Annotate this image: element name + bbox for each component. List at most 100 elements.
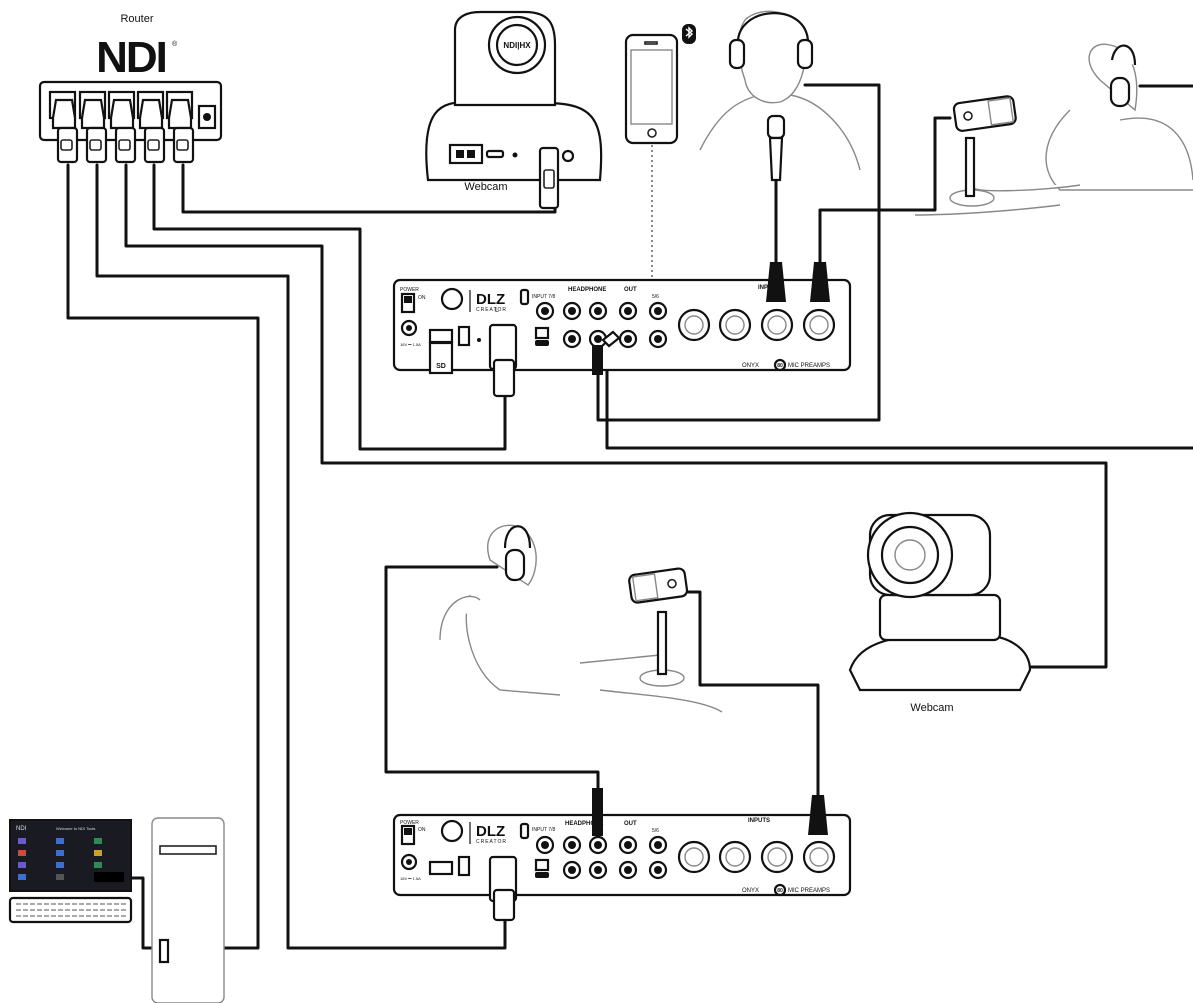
host-headphone-band [736,12,810,46]
guest-right-headphone-band [1110,44,1137,66]
svg-text:ON: ON [418,295,426,301]
mixer-1-xlr-inputs [677,308,836,342]
sd-card-icon-2 [428,860,454,876]
mixer-2-brand: DLZ [476,823,505,840]
svg-text:18V ⎓ 1.5A: 18V ⎓ 1.5A [400,342,421,347]
svg-text:5/6: 5/6 [652,294,659,300]
cable-router-mixer2 [95,163,507,950]
svg-text:INPUTS: INPUTS [748,818,770,824]
mixer-1-xlr-plug-2 [810,262,830,302]
cable-guest-headphone-return [605,358,1193,450]
svg-text:5/6: 5/6 [652,828,659,834]
usb-icon [457,325,471,347]
ndi-registered: ® [172,40,178,48]
router-power-dot [203,113,211,121]
guest-right-headphone [1109,76,1131,108]
webcam-top-hdmi [485,149,505,159]
mixer-1: POWER ON 18V ⎓ 1.5A DLZ CREATOR SD L INP… [392,262,852,398]
mixer-2-xlr-inputs [677,840,836,874]
cable-router-mixer1 [152,163,507,451]
smartphone [624,24,696,145]
host-person [699,10,861,182]
mixer-2-xlr-plug [808,795,828,835]
guest-bottom-chair [439,595,481,641]
mixer-1-brand: DLZ [476,291,505,308]
svg-text:POWER: POWER [400,287,419,293]
guest-bottom-torso [465,594,561,696]
svg-text:80: 80 [777,888,783,894]
svg-text:ONYX: ONYX [742,363,759,369]
guest-right [914,43,1193,216]
cable-host-headphone [596,83,881,422]
mixer-1-input-icon [519,288,530,306]
cable-guest2-mic [682,590,820,797]
guest-bottom-headphone-band [503,525,532,549]
host-mic-head [766,114,786,140]
svg-text:CREATOR: CREATOR [476,307,507,313]
tower-drive-bay [159,845,217,855]
webcam-top-lens [495,23,539,67]
screen-title: Welcome to NDI Tools [56,826,95,831]
tower-ports [158,938,170,964]
guest-right-arms [914,184,1081,216]
router-plugs [51,98,195,164]
webcam-top-plug [538,146,560,210]
svg-text:SD: SD [436,363,446,370]
host-headphone-left [728,38,746,70]
mixer-1-sd-card [428,341,454,375]
screen-app-tiles [18,838,124,882]
webcam-top: NDI|HX Webcam [425,10,603,210]
svg-text:OUT: OUT [624,287,637,293]
webcam-right: Webcam [848,511,1032,714]
computer-tower [151,817,225,1003]
svg-text:ONYX: ONYX [742,888,759,894]
svg-text:18V ⎓ 1.5A: 18V ⎓ 1.5A [400,876,421,881]
mixer-2-hp-plug [592,788,603,836]
guest-bottom-mic-stand [656,610,668,676]
mixer-1-xlr-plug-1 [766,262,786,302]
guest-bottom-arms [579,654,723,713]
mixer-1-device-icon [534,326,550,340]
svg-text:MIC PREAMPS: MIC PREAMPS [788,888,830,894]
router: Router NDI ® [38,13,223,164]
svg-text:OUT: OUT [624,821,637,827]
keyboard [8,896,133,924]
webcam-right-base [848,633,1032,692]
phone-screen [630,49,673,125]
cable-router-webcam2 [124,163,1108,669]
webcam-right-label: Webcam [910,702,953,714]
mixer-2: POWER ON 18V ⎓ 1.5A DLZ CREATOR INPUT 7/… [392,788,852,922]
svg-text:80: 80 [777,363,783,369]
webcam-right-yoke [878,593,1002,642]
svg-text:HEADPHONE: HEADPHONE [568,287,606,293]
svg-text:NDI: NDI [16,826,27,832]
sd-card-icon [428,328,454,344]
cable-guest2-headphone [384,565,600,792]
svg-text:CREATOR: CREATOR [476,839,507,845]
mackie-logo-icon [440,287,464,311]
computer: NDI Welcome to NDI Tools [8,817,225,1003]
guest-right-chair [1119,117,1193,181]
svg-text:ON: ON [418,827,426,833]
usb-icon-2 [457,855,471,877]
host-mic-handle [768,136,784,182]
guest-bottom-headphone [504,548,526,582]
ndi-hx-badge: NDI|HX [503,41,531,50]
svg-text:INPUT 7/8: INPUT 7/8 [532,294,555,300]
svg-text:L: L [495,307,499,314]
cable-router-computer [66,163,260,950]
mixer-1-hp-plug-b [601,330,621,348]
svg-text:MIC PREAMPS: MIC PREAMPS [788,363,830,369]
mackie-logo-icon-2 [440,819,464,843]
webcam-top-label: Webcam [464,181,507,193]
webcam-top-base [425,101,603,182]
webcam-top-port-a [448,143,484,165]
host-headphone-right [796,38,814,70]
svg-text:POWER: POWER [400,820,419,826]
svg-text:INPUT 7/8: INPUT 7/8 [532,827,555,833]
svg-text:HEADPHONE: HEADPHONE [565,821,603,827]
router-label: Router [120,13,153,25]
cables [66,83,1193,950]
cable-guest-right-mic [818,116,952,264]
